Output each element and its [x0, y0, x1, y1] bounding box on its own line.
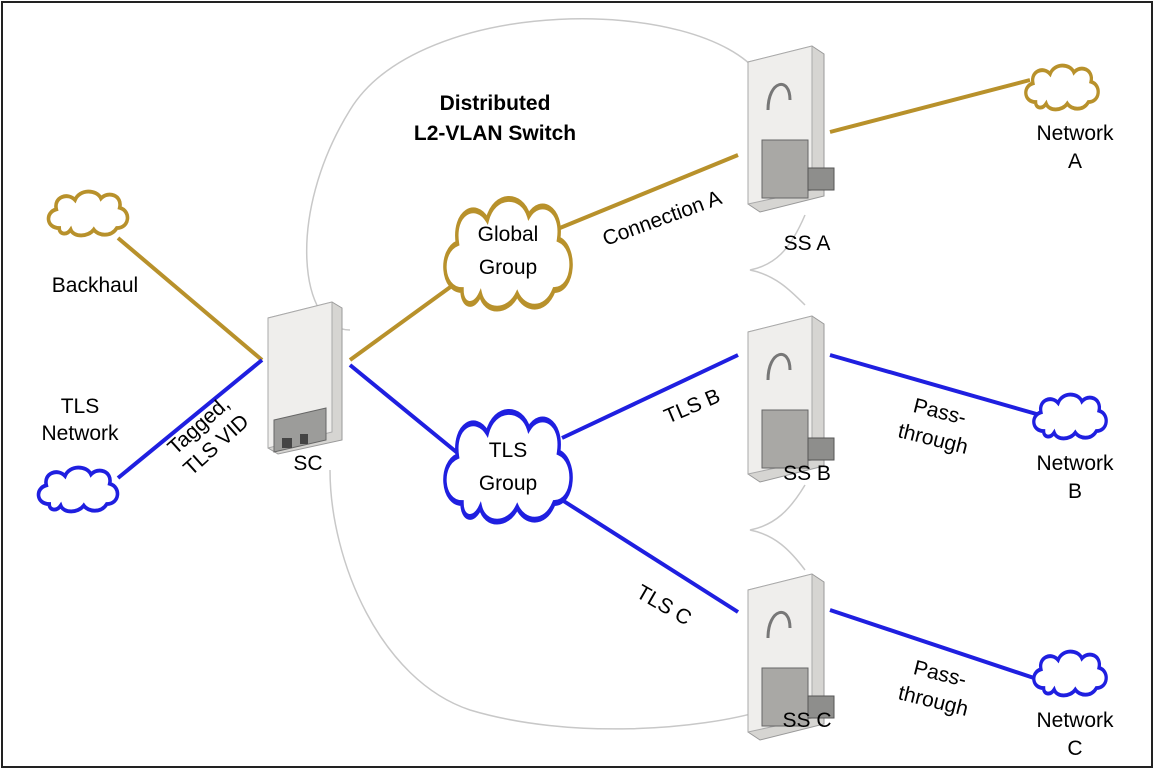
- switch-bracket: [306, 18, 806, 730]
- ss-a-label: SS A: [784, 232, 831, 255]
- sc-device-icon: [267, 301, 343, 455]
- gold-links: [116, 78, 1031, 362]
- link-connection-a: [554, 153, 739, 232]
- network-c-label-line1: Network: [1036, 709, 1114, 732]
- network-a-label-line2: A: [1068, 150, 1082, 173]
- tls-group-cloud: [445, 412, 571, 522]
- link-network-c: [829, 608, 1041, 682]
- tls-network-label-line2: Network: [41, 422, 119, 445]
- link-tls-b: [561, 353, 739, 440]
- network-c-label-line2: C: [1067, 737, 1082, 760]
- network-a-label-line1: Network: [1036, 122, 1114, 145]
- network-b-cloud: [1031, 392, 1109, 441]
- diagram-title-line1: Distributed: [440, 92, 551, 115]
- global-group-label-line2: Group: [479, 256, 537, 279]
- global-group-label-line1: Global: [478, 223, 539, 246]
- link-tls-network: [116, 358, 264, 480]
- link-network-b: [829, 353, 1041, 417]
- network-b-label-line2: B: [1068, 480, 1082, 503]
- tls-network-cloud: [36, 465, 120, 514]
- link-sc-tls: [348, 363, 462, 457]
- link-tls-c: [560, 498, 740, 614]
- backhaul-label: Backhaul: [52, 274, 138, 297]
- network-b-label-line1: Network: [1036, 452, 1114, 475]
- tls-network-label-line1: TLS: [61, 395, 100, 418]
- ss-b-device-icon: [747, 315, 835, 483]
- network-a-cloud: [1023, 63, 1101, 112]
- tls-group-label-line2: Group: [479, 472, 537, 495]
- blue-links: [116, 353, 1041, 682]
- ss-c-label: SS C: [782, 709, 831, 732]
- link-network-a: [829, 78, 1031, 134]
- ss-b-label: SS B: [783, 462, 831, 485]
- sc-label: SC: [293, 452, 322, 475]
- link-sc-global: [348, 278, 462, 362]
- tls-group-label-line1: TLS: [489, 439, 528, 462]
- ss-a-device-icon: [747, 45, 835, 213]
- network-c-cloud: [1031, 649, 1109, 698]
- ss-c-device-icon: [747, 573, 835, 741]
- link-backhaul: [116, 236, 264, 362]
- global-group-cloud: [445, 199, 571, 309]
- diagram-title-line2: L2-VLAN Switch: [414, 122, 576, 145]
- backhaul-cloud: [46, 189, 130, 238]
